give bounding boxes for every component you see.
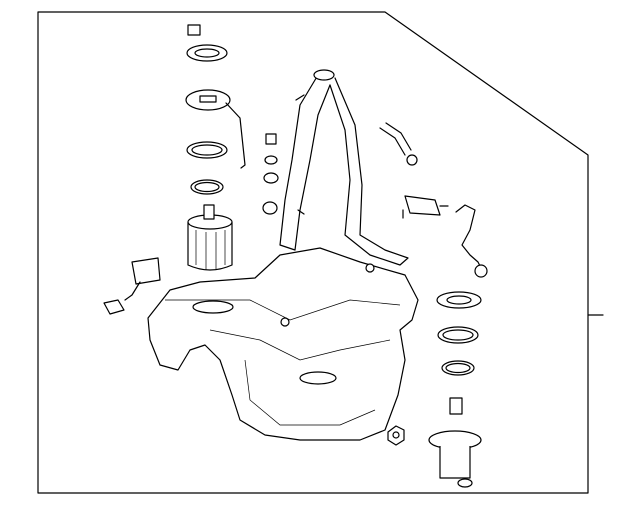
grommets [262, 133, 279, 215]
seal-ring-right-2 [441, 360, 475, 376]
fuel-pump-module-right [428, 397, 482, 488]
vent-valve [402, 195, 449, 219]
filler-neck [279, 69, 409, 266]
drain-plug [387, 425, 405, 446]
level-sensor [103, 257, 161, 315]
grommet-top [187, 24, 201, 36]
seal-ring-left-2 [190, 179, 224, 195]
fuel-tank [147, 247, 419, 441]
seal-ring-right [437, 326, 479, 344]
vent-hose [379, 122, 418, 166]
level-sensor-cover [185, 89, 246, 169]
lock-ring-right [436, 291, 482, 309]
diagram-frame [37, 11, 589, 494]
lock-ring-left [186, 44, 228, 62]
fuel-pump-module-left [187, 204, 233, 271]
seal-ring-left [186, 141, 228, 159]
sensor-harness [455, 204, 488, 278]
